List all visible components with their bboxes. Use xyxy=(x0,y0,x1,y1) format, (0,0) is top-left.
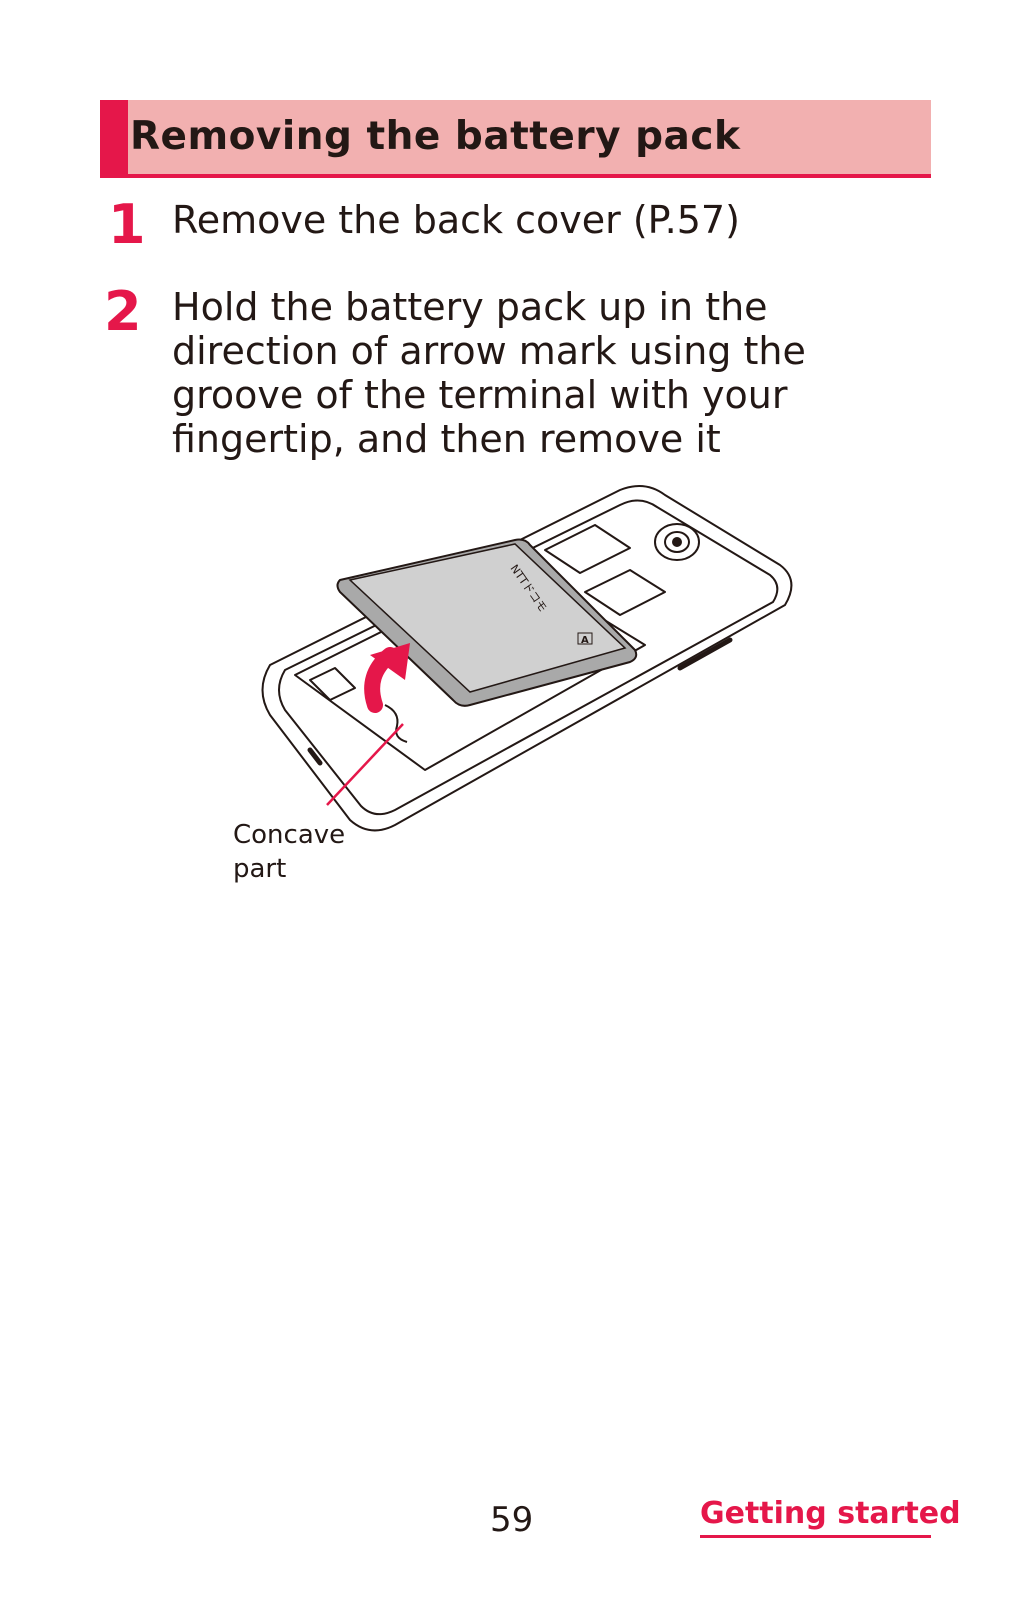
step-2-text: Hold the battery pack up in the directio… xyxy=(172,285,806,461)
camera-icon xyxy=(654,523,700,561)
sim-slot-2 xyxy=(584,569,666,616)
page-title: Removing the battery pack xyxy=(130,114,741,159)
section-link-getting-started[interactable]: Getting started xyxy=(700,1496,961,1538)
side-button xyxy=(677,637,733,671)
sim-slot-1 xyxy=(544,524,631,574)
step-2-line: groove of the terminal with your xyxy=(172,373,788,417)
concave-notch xyxy=(384,704,408,743)
concave-part-callout: Concave part xyxy=(233,818,345,886)
phone-inner-frame xyxy=(278,499,779,816)
step-1-number: 1 xyxy=(108,193,146,256)
side-button xyxy=(307,747,323,766)
battery-mark: A xyxy=(581,635,589,646)
page-number: 59 xyxy=(490,1500,534,1540)
callout-line: Concave xyxy=(233,820,346,850)
step-1-text: Remove the back cover (P.57) xyxy=(172,198,740,242)
lift-arrow-icon xyxy=(364,643,410,713)
section-header: Removing the battery pack xyxy=(100,100,931,178)
step-2-number: 2 xyxy=(104,280,142,343)
header-accent-bar xyxy=(100,100,128,174)
step-2-line: Hold the battery pack up in the xyxy=(172,285,768,329)
phone-body-outline xyxy=(261,485,793,832)
step-2-line: fingertip, and then remove it xyxy=(172,417,721,461)
compartment-square xyxy=(309,667,356,701)
step-2-line: direction of arrow mark using the xyxy=(172,329,806,373)
callout-line: part xyxy=(233,854,287,884)
battery-removal-illustration: NTTドコモ A xyxy=(261,485,793,832)
battery-pack: NTTドコモ A xyxy=(336,538,638,707)
callout-leader-line xyxy=(326,723,404,806)
step-1-line: Remove the back cover (P.57) xyxy=(172,198,740,242)
